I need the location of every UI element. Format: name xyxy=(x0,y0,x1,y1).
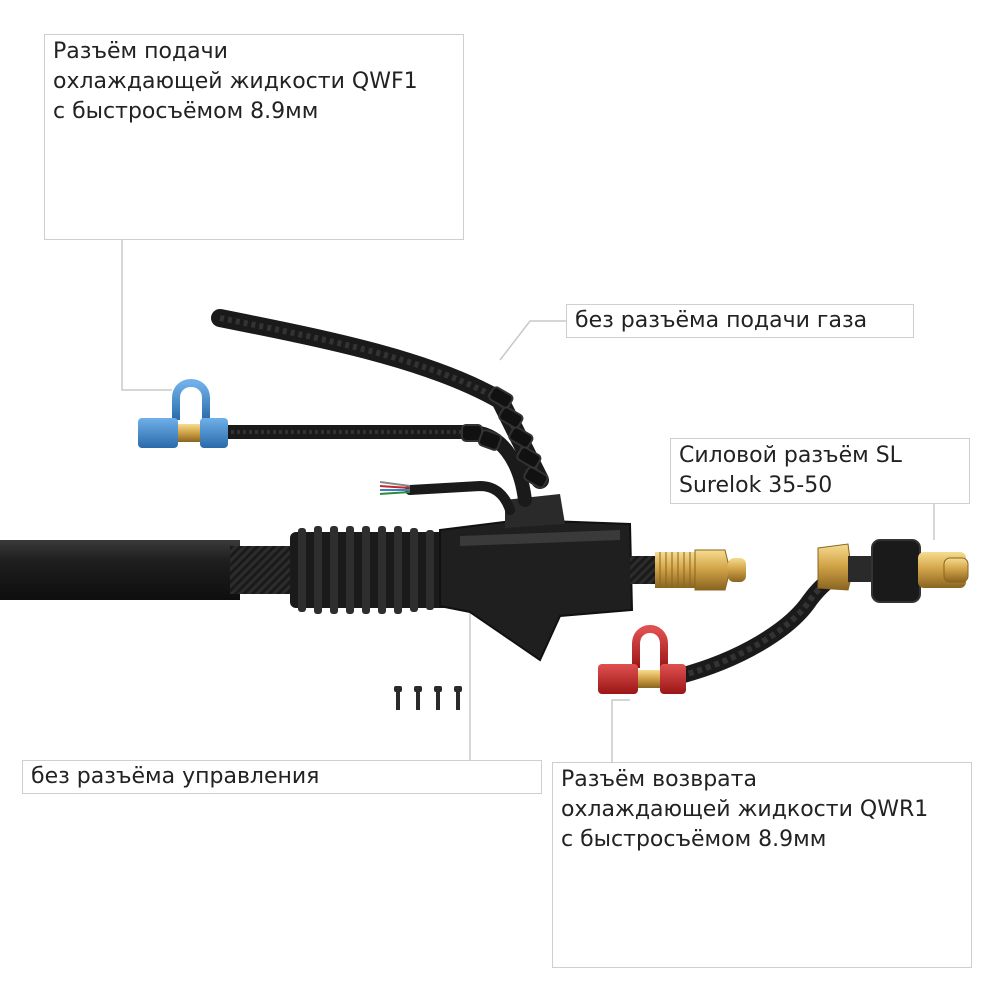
gas-hose xyxy=(211,309,549,489)
callout-gas-text: без разъёма подачи газа xyxy=(575,306,867,336)
callout-line: с быстросъёмом 8.9мм xyxy=(53,99,319,124)
callout-line: Разъём возврата xyxy=(561,767,757,792)
callout-line: без разъёма управления xyxy=(31,764,320,789)
main-cable xyxy=(0,540,300,600)
callout-qwr1-text: Разъём возврата охлаждающей жидкости QWR… xyxy=(561,765,928,855)
leader-lines xyxy=(121,240,935,762)
callout-qwf1-text: Разъём подачи охлаждающей жидкости QWF1 … xyxy=(53,37,418,127)
callout-power-text: Силовой разъём SL Surelok 35-50 xyxy=(679,441,902,501)
callout-line: с быстросъёмом 8.9мм xyxy=(561,827,827,852)
callout-control: без разъёма управления xyxy=(22,760,542,794)
red-cap-icon xyxy=(598,625,686,694)
screw-icon xyxy=(394,686,462,710)
callout-line: Разъём подачи xyxy=(53,39,228,64)
callout-line: охлаждающей жидкости QWR1 xyxy=(561,797,929,822)
blue-cap-icon xyxy=(138,379,228,448)
front-brass-connector xyxy=(655,549,746,591)
bellows xyxy=(290,526,450,614)
callout-line: без разъёма подачи газа xyxy=(575,308,868,333)
power-plug-icon xyxy=(817,539,969,603)
callout-qwf1: Разъём подачи охлаждающей жидкости QWF1 … xyxy=(44,34,464,240)
leader-gas xyxy=(499,320,566,361)
leader-qwf1 xyxy=(121,240,172,391)
callout-line: охлаждающей жидкости QWF1 xyxy=(53,69,418,94)
callout-line: Силовой разъём SL xyxy=(679,443,902,468)
callout-qwr1: Разъём возврата охлаждающей жидкости QWR… xyxy=(552,762,972,968)
control-wire-stub xyxy=(379,480,515,515)
leader-qwr1 xyxy=(611,699,630,762)
callout-line: Surelok 35-50 xyxy=(679,473,833,498)
callout-power: Силовой разъём SL Surelok 35-50 xyxy=(670,438,970,504)
spiral-guard xyxy=(461,386,549,489)
callout-gas: без разъёма подачи газа xyxy=(566,304,914,338)
callout-control-text: без разъёма управления xyxy=(31,762,319,792)
torch-body xyxy=(439,494,660,662)
